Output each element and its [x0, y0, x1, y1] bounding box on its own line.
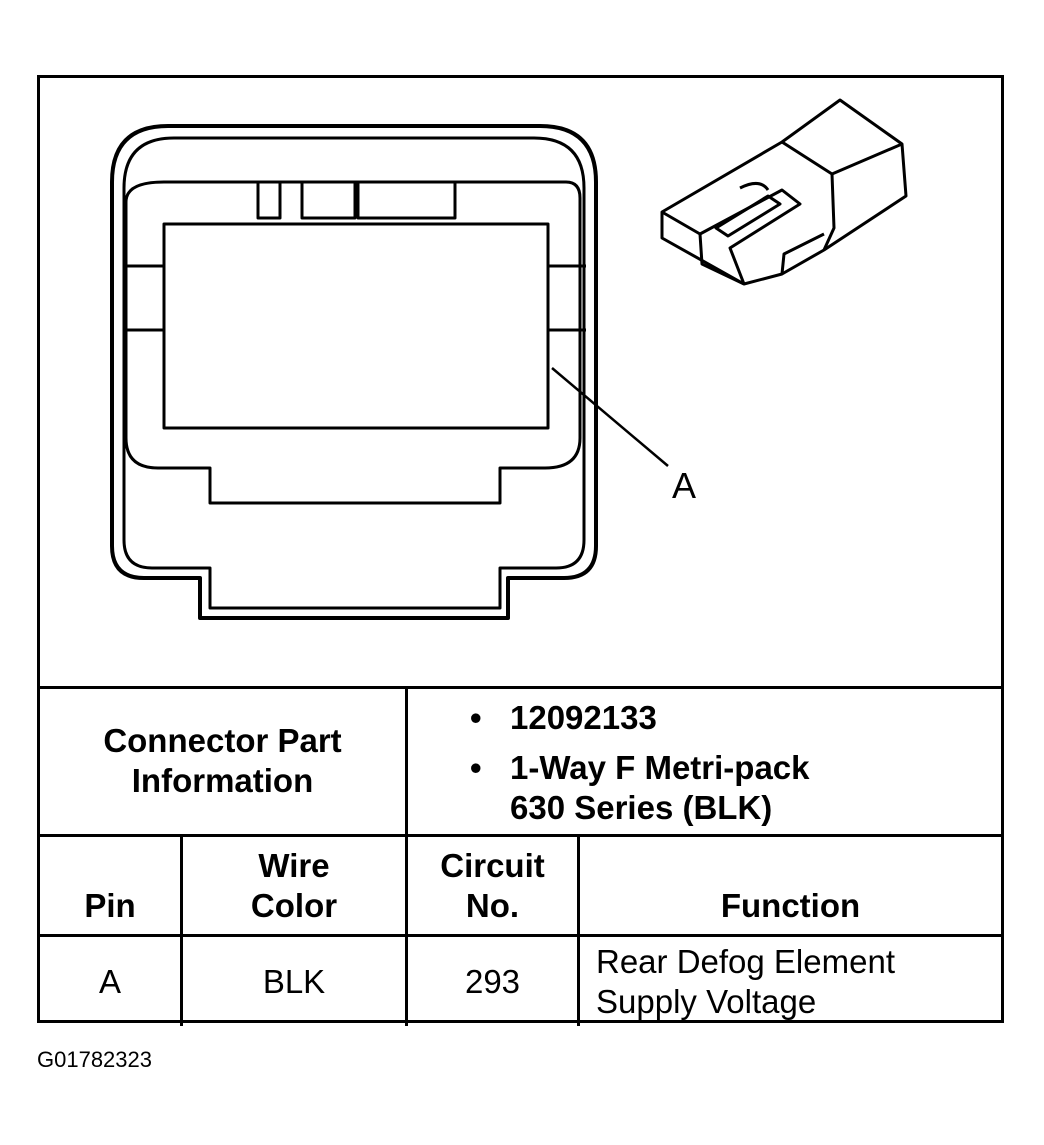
callout-label-a: A: [672, 465, 697, 506]
terminal-cavity-outline: [124, 180, 582, 505]
connector-outer-shell: [110, 124, 598, 620]
connector-face-drawing: [110, 98, 908, 620]
header-circuit-no: Circuit No.: [440, 847, 545, 924]
connector-type: 1-Way F Metri-pack 630 Series (BLK): [510, 749, 810, 826]
divider-header-top: [40, 834, 1001, 837]
connector-isometric-icon: [660, 98, 908, 286]
side-rib-left: [126, 264, 164, 332]
bullet-icon: •: [470, 699, 482, 736]
divider-top: [40, 686, 1001, 689]
figure-id: G01782323: [37, 1047, 152, 1072]
header-pin: Pin: [84, 887, 136, 924]
connector-part-info-label: Connector Part Information: [103, 722, 342, 799]
divider-col-1: [180, 834, 183, 1026]
connector-diagram-frame: A Connector Part Information • 12092133 …: [37, 75, 1004, 1026]
top-latch-notch: [256, 182, 457, 220]
side-rib-right: [548, 264, 586, 332]
divider-col-3: [577, 834, 580, 1026]
terminal-a-socket: [162, 222, 550, 430]
header-function: Function: [720, 887, 861, 924]
row-circuit-no: 293: [464, 963, 521, 1000]
header-wire-color: Wire Color: [250, 847, 338, 924]
divider-info-vertical: [405, 686, 408, 836]
bullet-icon: •: [470, 749, 482, 786]
divider-col-2: [405, 834, 408, 1026]
part-number: 12092133: [510, 699, 657, 736]
divider-header-bottom: [40, 934, 1001, 937]
row-pin: A: [98, 963, 121, 1000]
row-function: Rear Defog Element Supply Voltage: [596, 943, 895, 1020]
callout-leader-a: [551, 367, 669, 467]
row-wire-color: BLK: [262, 963, 326, 1000]
connector-inner-shell: [122, 136, 586, 610]
